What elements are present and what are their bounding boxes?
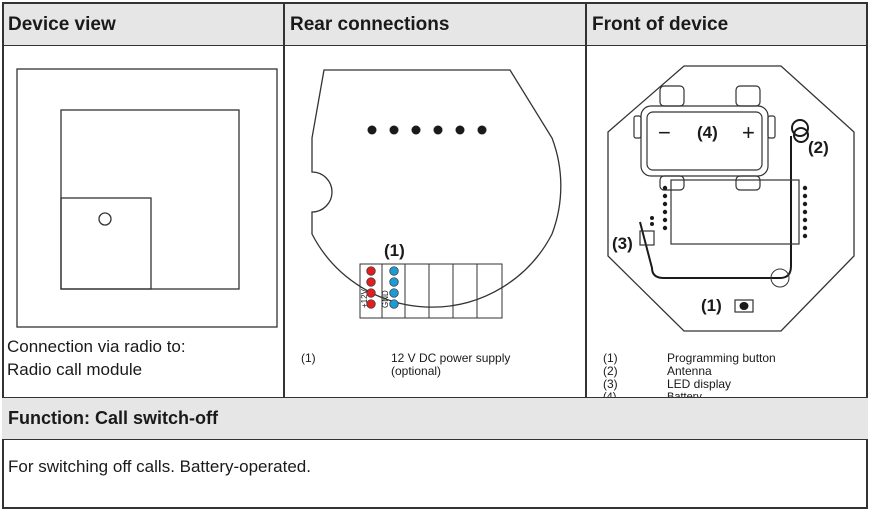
rear-connections-drawing: +12V GND (1) xyxy=(311,69,562,319)
front-legend-text-1: Programming button xyxy=(667,351,776,365)
terminal-gnd-label: GND xyxy=(381,290,390,308)
function-description: For switching off calls. Battery-operate… xyxy=(8,457,311,476)
device-view-caption-line1: Connection via radio to: xyxy=(7,337,186,356)
function-title: Function: Call switch-off xyxy=(8,408,218,428)
front-legend-num-1: (1) xyxy=(603,351,618,365)
rear-legend-num-1: (1) xyxy=(301,351,316,365)
programming-button-drawing xyxy=(734,299,754,313)
device-view-drawing xyxy=(16,68,278,328)
column-divider-2 xyxy=(585,2,587,398)
header-device-view: Device view xyxy=(2,2,282,46)
led-drawing xyxy=(639,230,655,246)
header-rear-connections: Rear connections xyxy=(284,2,584,46)
rear-callout-1: (1) xyxy=(384,241,405,260)
front-legend-text-3: LED display xyxy=(667,377,732,391)
header-device-view-label: Device view xyxy=(8,14,116,35)
terminal-red-pins xyxy=(366,266,376,309)
header-front-of-device: Front of device xyxy=(586,2,868,46)
device-view-caption-line2: Radio call module xyxy=(7,360,143,379)
table-bottom-border xyxy=(2,507,868,509)
front-callout-4: (4) xyxy=(697,123,718,142)
table-right-border xyxy=(866,2,868,509)
led-display-drawing xyxy=(670,179,800,245)
table-top-border xyxy=(2,2,868,4)
header-rear-connections-label: Rear connections xyxy=(290,14,450,35)
rear-legend-text-1b: (optional) xyxy=(391,364,442,378)
front-callout-1: (1) xyxy=(701,296,722,315)
table-left-border xyxy=(2,2,4,509)
battery-drawing xyxy=(633,85,776,191)
front-legend-text-2: Antenna xyxy=(667,364,712,378)
header-front-of-device-label: Front of device xyxy=(592,14,729,35)
battery-minus-sign: − xyxy=(658,120,671,145)
front-legend-num-2: (2) xyxy=(603,364,618,378)
column-divider-1 xyxy=(283,2,285,398)
device-view-caption: Connection via radio to: Radio call modu… xyxy=(7,335,186,381)
rear-legend-text-1a: 12 V DC power supply xyxy=(391,351,511,365)
battery-plus-sign: + xyxy=(742,120,755,145)
header-row xyxy=(2,2,868,46)
front-callout-3: (3) xyxy=(612,234,633,253)
function-header: Function: Call switch-off xyxy=(2,397,868,440)
terminal-blue-pins xyxy=(389,266,399,309)
front-of-device-drawing: − + (4) (2) (3) (1) xyxy=(607,65,855,332)
front-callout-2: (2) xyxy=(808,138,829,157)
front-legend-num-3: (3) xyxy=(603,377,618,391)
antenna-drawing xyxy=(639,119,809,279)
terminal-plus-label: +12V xyxy=(360,288,369,308)
